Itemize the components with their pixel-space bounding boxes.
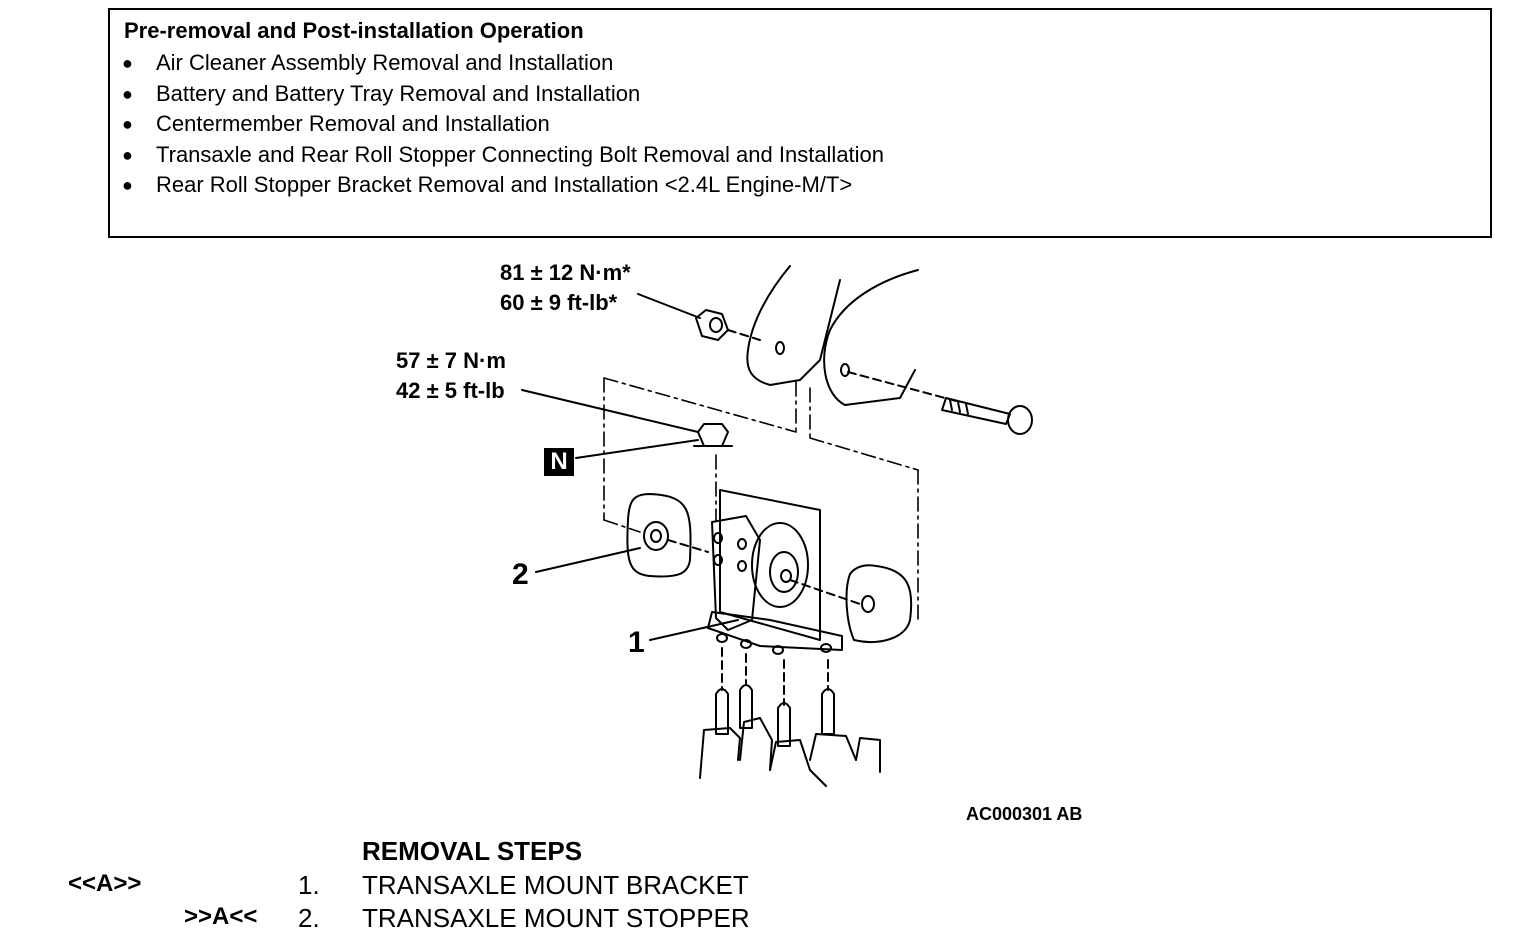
service-code-installation: >>A<< <box>184 903 258 930</box>
list-item: ●Battery and Battery Tray Removal and In… <box>122 79 884 110</box>
upper-nut <box>695 309 729 341</box>
torque-upper-nm: 81 ± 12 N·m* <box>500 260 631 285</box>
bullet-icon: ● <box>122 53 133 73</box>
callout-2: 2 <box>512 558 529 591</box>
leader-line <box>575 439 699 459</box>
bullet-icon: ● <box>122 83 133 104</box>
transaxle-housing <box>699 727 741 779</box>
bullet-icon: ● <box>122 144 133 165</box>
flange-nut <box>697 423 729 447</box>
leader-line <box>535 547 641 573</box>
stopper-right <box>845 564 913 643</box>
through-bolt <box>941 397 1011 425</box>
bracket-body <box>711 515 761 631</box>
non-reusable-badge: N <box>544 448 574 476</box>
step-number: 2. <box>298 903 320 933</box>
service-code-removal: <<A>> <box>68 870 142 897</box>
step-number: 1. <box>298 870 320 900</box>
bolt-hole <box>775 341 785 355</box>
bracket-base <box>707 611 843 651</box>
pre-removal-box: Pre-removal and Post-installation Operat… <box>108 8 1492 238</box>
torque-lower-nm: 57 ± 7 N·m <box>396 348 506 373</box>
torque-upper-ftlb: 60 ± 9 ft-lb* <box>500 290 618 315</box>
removal-steps-title: REMOVAL STEPS <box>362 836 583 866</box>
leader-line <box>521 389 699 433</box>
bolt-hole <box>840 363 850 377</box>
pre-removal-title: Pre-removal and Post-installation Operat… <box>124 18 584 43</box>
step-name: TRANSAXLE MOUNT STOPPER <box>362 903 750 933</box>
list-item: ●Centermember Removal and Installation <box>122 109 884 140</box>
leader-line <box>649 619 739 641</box>
list-item: ●Air Cleaner Assembly Removal and Instal… <box>122 48 884 79</box>
pre-removal-list: ●Air Cleaner Assembly Removal and Instal… <box>122 48 884 201</box>
list-item: ●Transaxle and Rear Roll Stopper Connect… <box>122 140 884 171</box>
stopper-left <box>626 493 692 578</box>
callout-1: 1 <box>628 626 645 659</box>
bolt-head <box>1007 405 1033 435</box>
bullet-icon: ● <box>122 114 133 134</box>
body-plate <box>746 265 841 386</box>
figure-id: AC000301 AB <box>966 804 1083 824</box>
torque-lower-ftlb: 42 ± 5 ft-lb <box>396 378 505 403</box>
bracket-plate <box>719 489 821 641</box>
body-plate <box>823 269 919 406</box>
bracket-bushing <box>751 522 809 608</box>
step-name: TRANSAXLE MOUNT BRACKET <box>362 870 749 900</box>
bullet-icon: ● <box>122 175 133 195</box>
leader-line <box>637 293 701 319</box>
list-item: ●Rear Roll Stopper Bracket Removal and I… <box>122 170 884 201</box>
